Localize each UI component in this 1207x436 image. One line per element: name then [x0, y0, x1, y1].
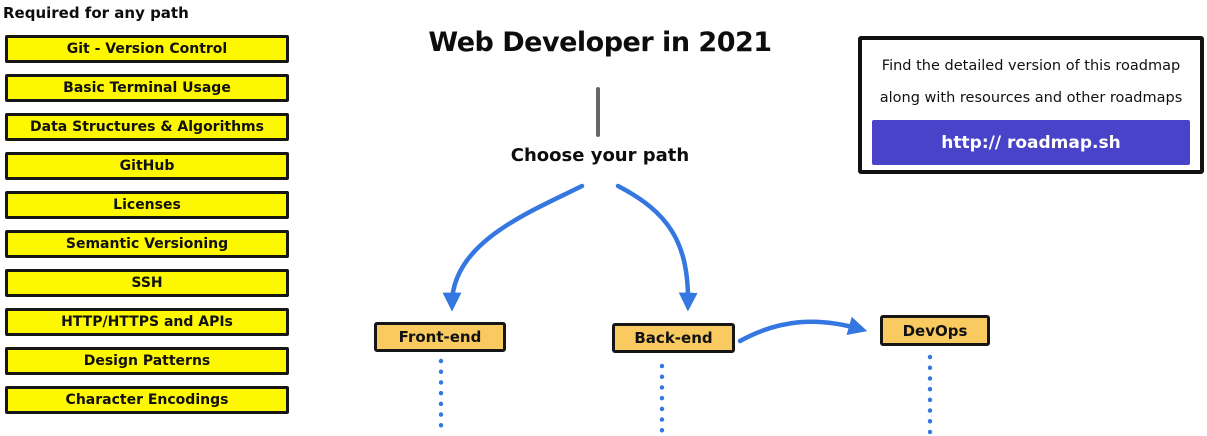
- required-topics-list: Git - Version Control Basic Terminal Usa…: [5, 35, 289, 414]
- arrow-backend-to-devops: [737, 316, 868, 344]
- page-title: Web Developer in 2021: [428, 27, 772, 58]
- topic-semantic-versioning[interactable]: Semantic Versioning: [5, 230, 289, 258]
- node-devops[interactable]: DevOps: [880, 315, 990, 346]
- arrow-to-backend: [615, 183, 698, 312]
- node-front-end[interactable]: Front-end: [374, 322, 506, 352]
- choose-path-label: Choose your path: [510, 145, 690, 166]
- topic-http-https-apis[interactable]: HTTP/HTTPS and APIs: [5, 308, 289, 336]
- roadmap-url-button[interactable]: http:// roadmap.sh: [872, 120, 1190, 165]
- arrow-to-frontend: [442, 183, 585, 312]
- info-line-2: along with resources and other roadmaps: [879, 90, 1183, 106]
- topic-github[interactable]: GitHub: [5, 152, 289, 180]
- node-back-end[interactable]: Back-end: [612, 323, 735, 353]
- topic-git-version-control[interactable]: Git - Version Control: [5, 35, 289, 63]
- topic-ssh[interactable]: SSH: [5, 269, 289, 297]
- topic-data-structures-algorithms[interactable]: Data Structures & Algorithms: [5, 113, 289, 141]
- roadmap-info-box: Find the detailed version of this roadma…: [858, 36, 1204, 174]
- topic-character-encodings[interactable]: Character Encodings: [5, 386, 289, 414]
- topic-licenses[interactable]: Licenses: [5, 191, 289, 219]
- topic-basic-terminal-usage[interactable]: Basic Terminal Usage: [5, 74, 289, 102]
- required-section-title: Required for any path: [3, 4, 189, 22]
- info-line-1: Find the detailed version of this roadma…: [881, 58, 1181, 74]
- topic-design-patterns[interactable]: Design Patterns: [5, 347, 289, 375]
